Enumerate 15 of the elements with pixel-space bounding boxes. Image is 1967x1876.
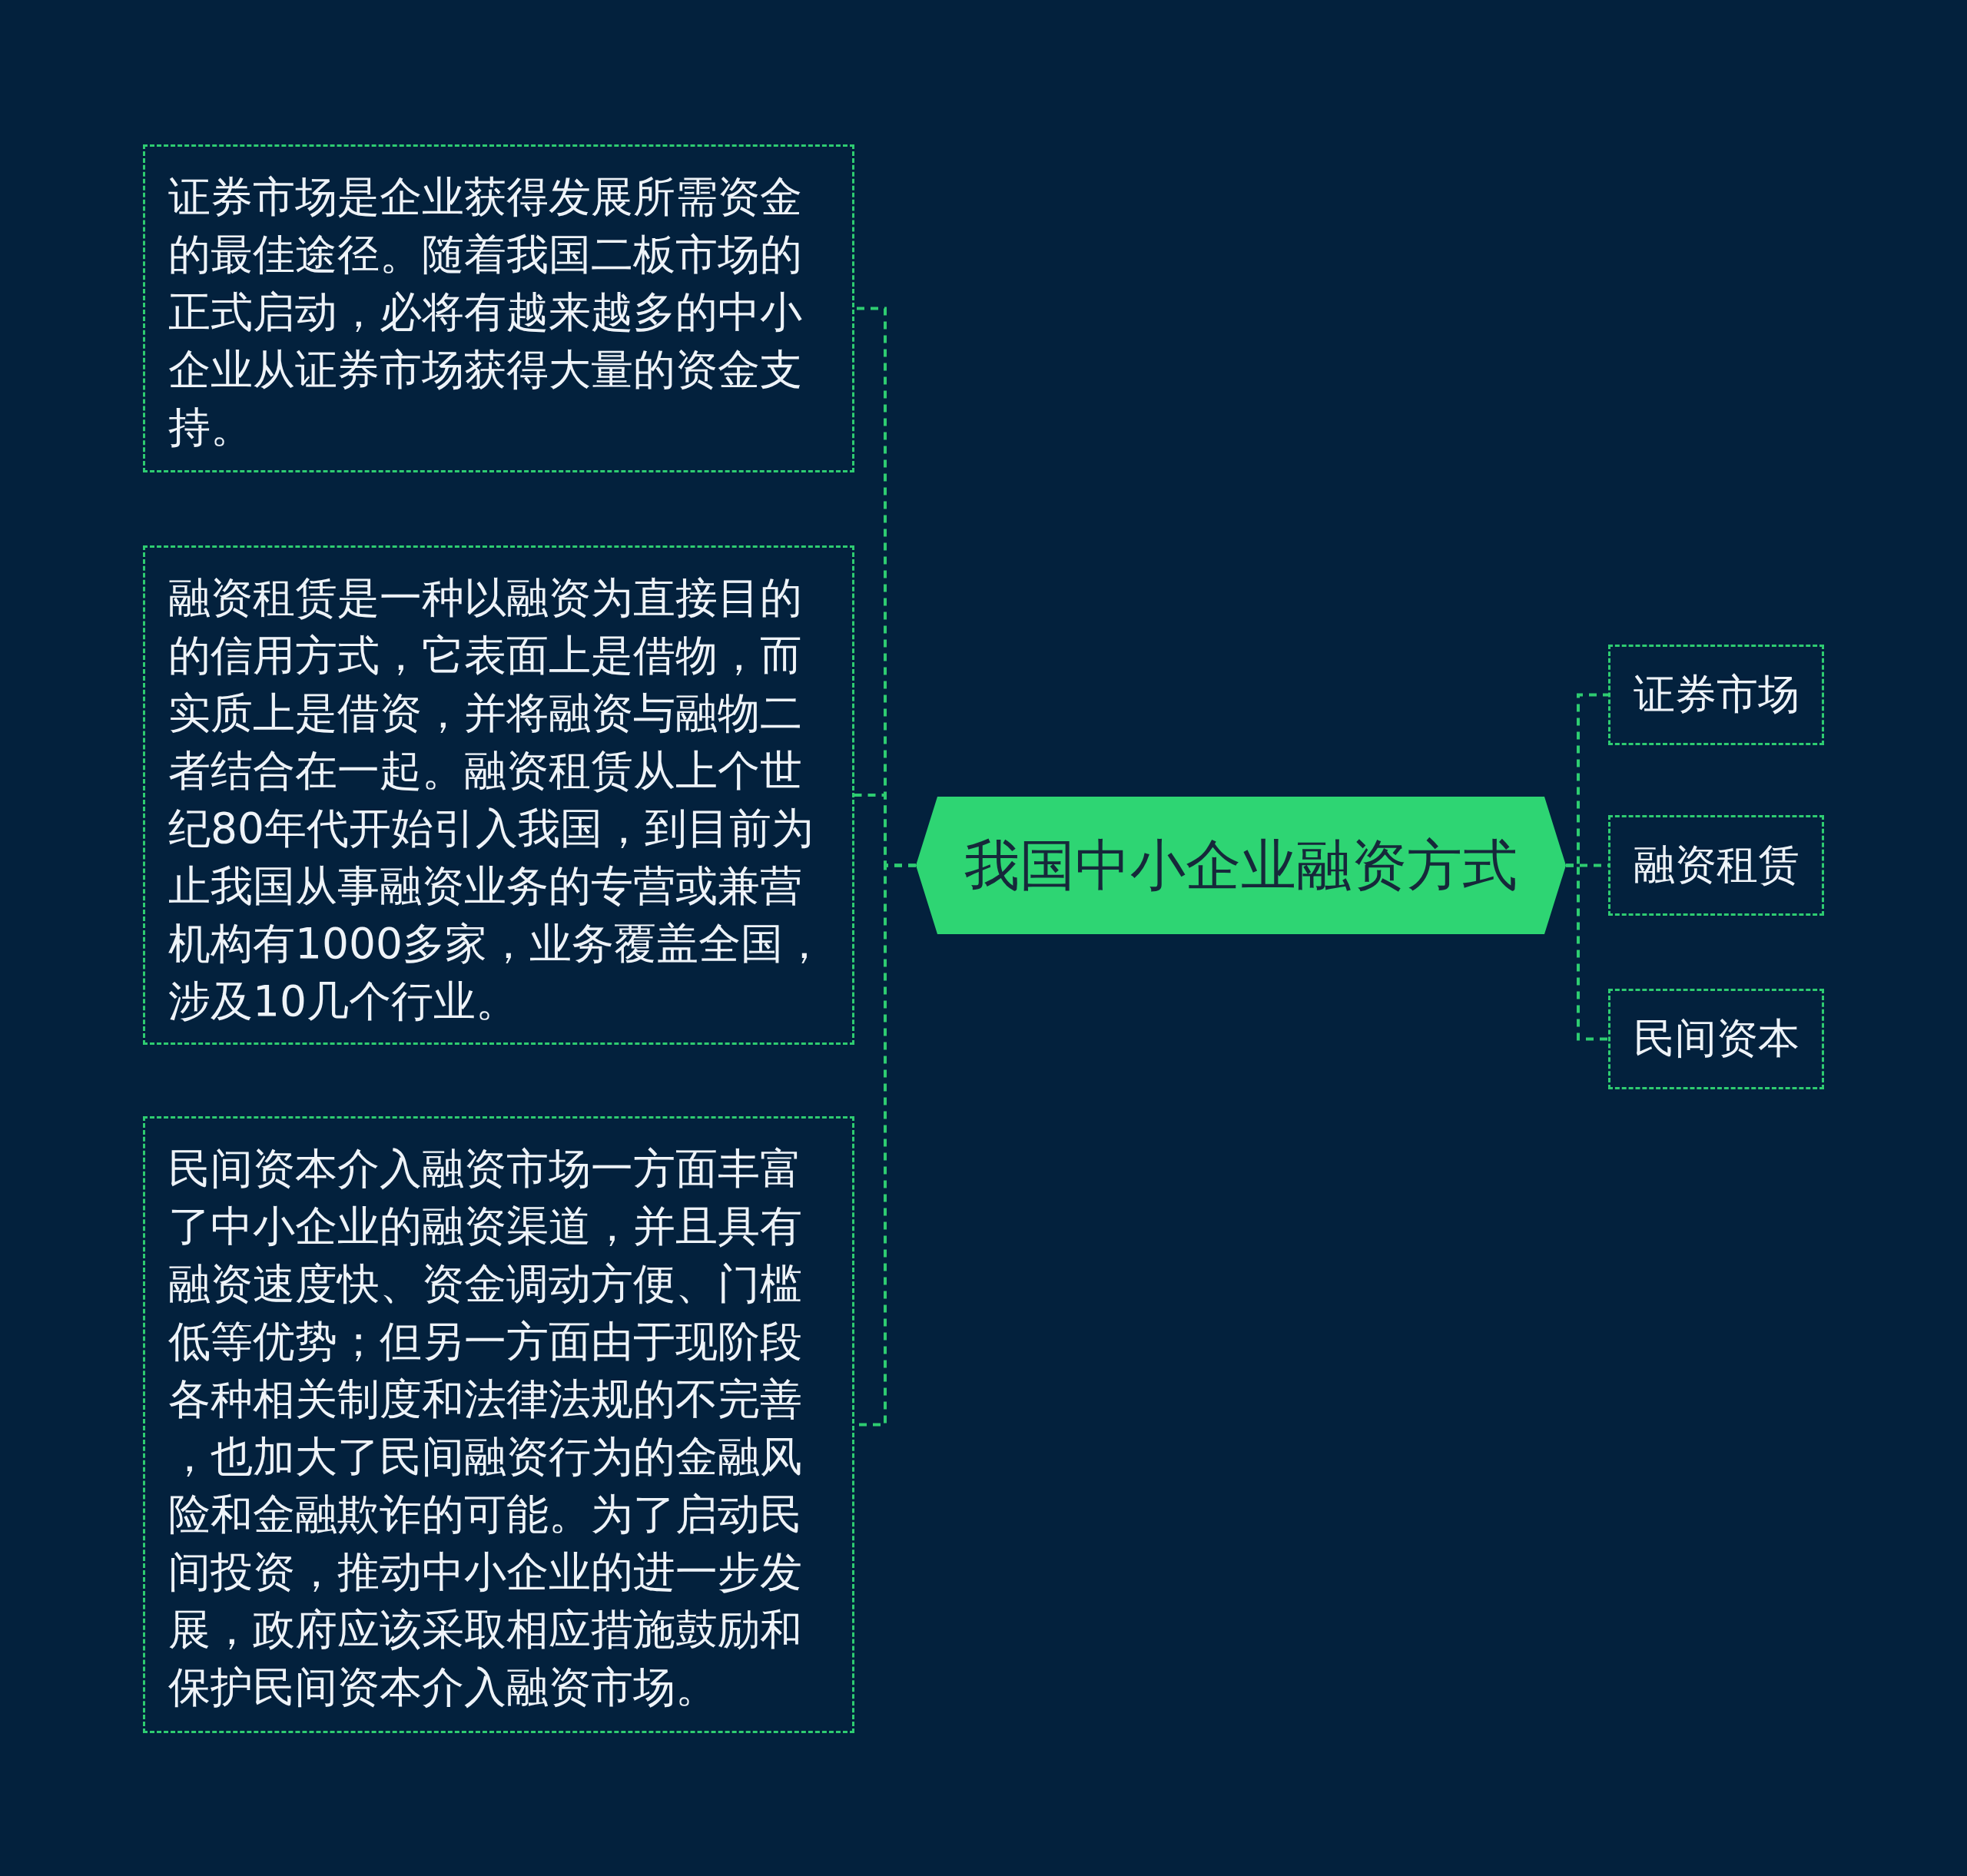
connector-line bbox=[1566, 863, 1608, 1041]
topic-label: 证券市场 bbox=[1633, 669, 1799, 720]
topic-box bbox=[1608, 815, 1824, 916]
note-box bbox=[143, 545, 854, 1045]
note-text: 民间资本介入融资市场一方面丰富了中小企业的融资渠道，并且具有融资速度快、资金调动方便、门槛低等优势；但另一方面由于现阶段各种相关制度和法律法规的不完善，也加大了民间融资行为的金融风险和金融欺诈的可能。为了启动民间投资，推动中小企业的进一步发展，政府应该采取相应措施鼓励和保护民间资本介入融资市场。 bbox=[168, 1144, 802, 1712]
note-box bbox=[143, 144, 854, 472]
topic-box bbox=[1608, 645, 1824, 745]
topic-title: 我国中小企业融资方式 bbox=[964, 831, 1518, 899]
topic-label: 民间资本 bbox=[1633, 1013, 1799, 1064]
topic-box bbox=[1608, 989, 1824, 1089]
central-topic bbox=[916, 797, 1566, 934]
note-box bbox=[143, 1116, 854, 1733]
topic-label: 融资租赁 bbox=[1633, 840, 1799, 890]
note-text: 融资租赁是一种以融资为直接目的的信用方式，它表面上是借物，而实质上是借资，并将融资与融物二者结合在一起。融资租赁从上个世纪80年代开始引入我国，到目前为止我国从事融资业务的专营或兼营机构有1000多家，业务覆盖全国，涉及10几个行业。 bbox=[168, 573, 825, 1026]
note-text: 证券市场是企业获得发展所需资金的最佳途径。随着我国二板市场的正式启动，必将有越来越多的中小企业从证券市场获得大量的资金支持。 bbox=[168, 172, 802, 452]
